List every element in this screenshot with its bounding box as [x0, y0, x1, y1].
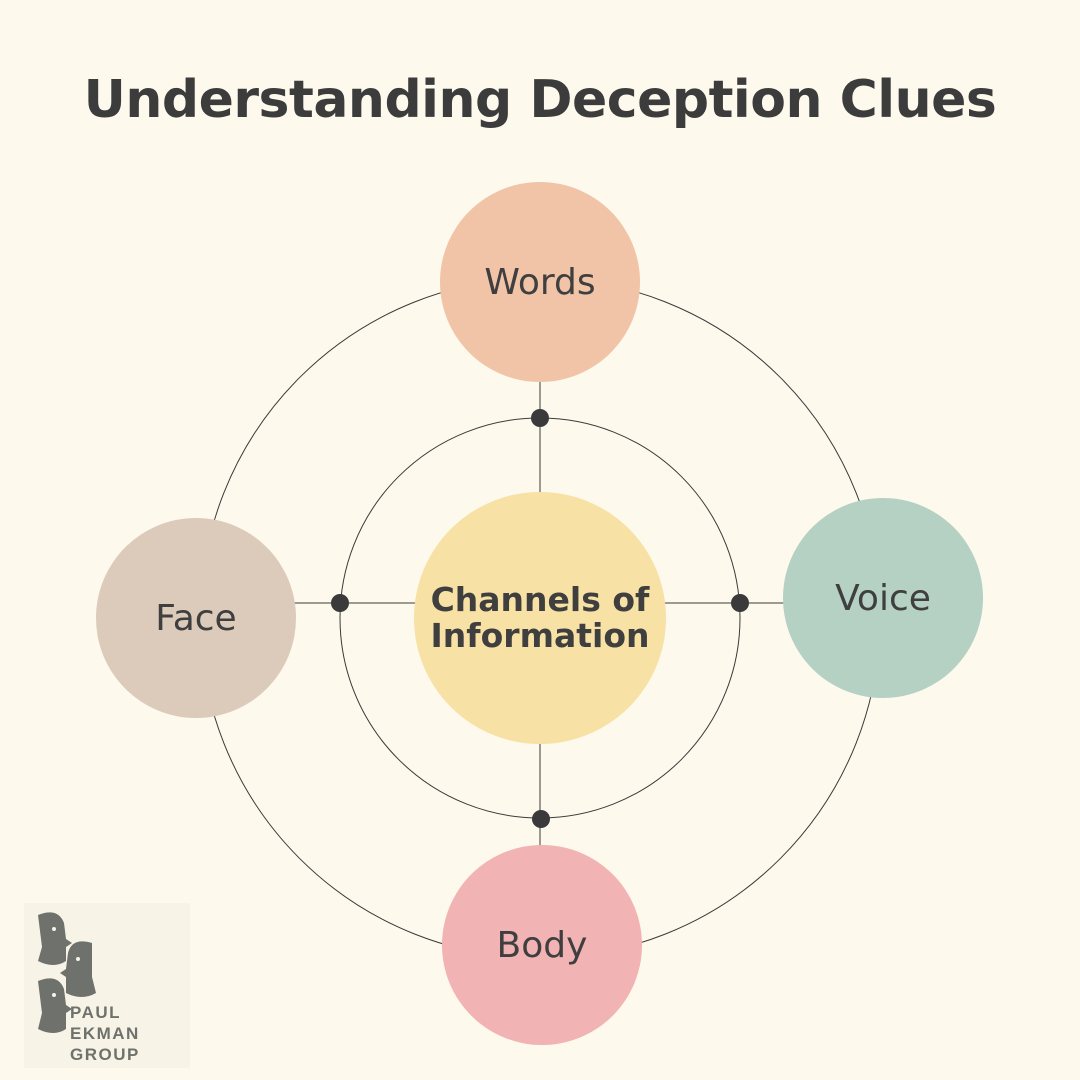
node-face-label: Face: [155, 597, 237, 639]
node-body-label: Body: [496, 924, 588, 966]
logo-line3: GROUP: [70, 1045, 140, 1064]
node-words-label: Words: [484, 261, 596, 303]
dot-right: [731, 594, 749, 612]
node-body: Body: [442, 845, 642, 1045]
node-center: Channels of Information: [414, 492, 666, 744]
node-voice-label: Voice: [835, 577, 931, 619]
page-title: Understanding Deception Clues: [83, 70, 997, 130]
logo: [24, 903, 190, 1068]
logo-line1: PAUL: [70, 1003, 122, 1022]
dot-left: [331, 594, 349, 612]
logo-heads-icon: [38, 912, 96, 1033]
center-label-line2: Information: [430, 616, 650, 655]
dot-top: [531, 409, 549, 427]
node-face: Face: [96, 518, 296, 718]
node-words: Words: [440, 182, 640, 382]
dot-bottom: [532, 810, 550, 828]
node-voice: Voice: [783, 498, 983, 698]
center-label-line1: Channels of: [430, 579, 650, 619]
logo-line2: EKMAN: [70, 1024, 140, 1043]
logo-wordmark: PAUL EKMAN GROUP: [70, 1002, 140, 1065]
